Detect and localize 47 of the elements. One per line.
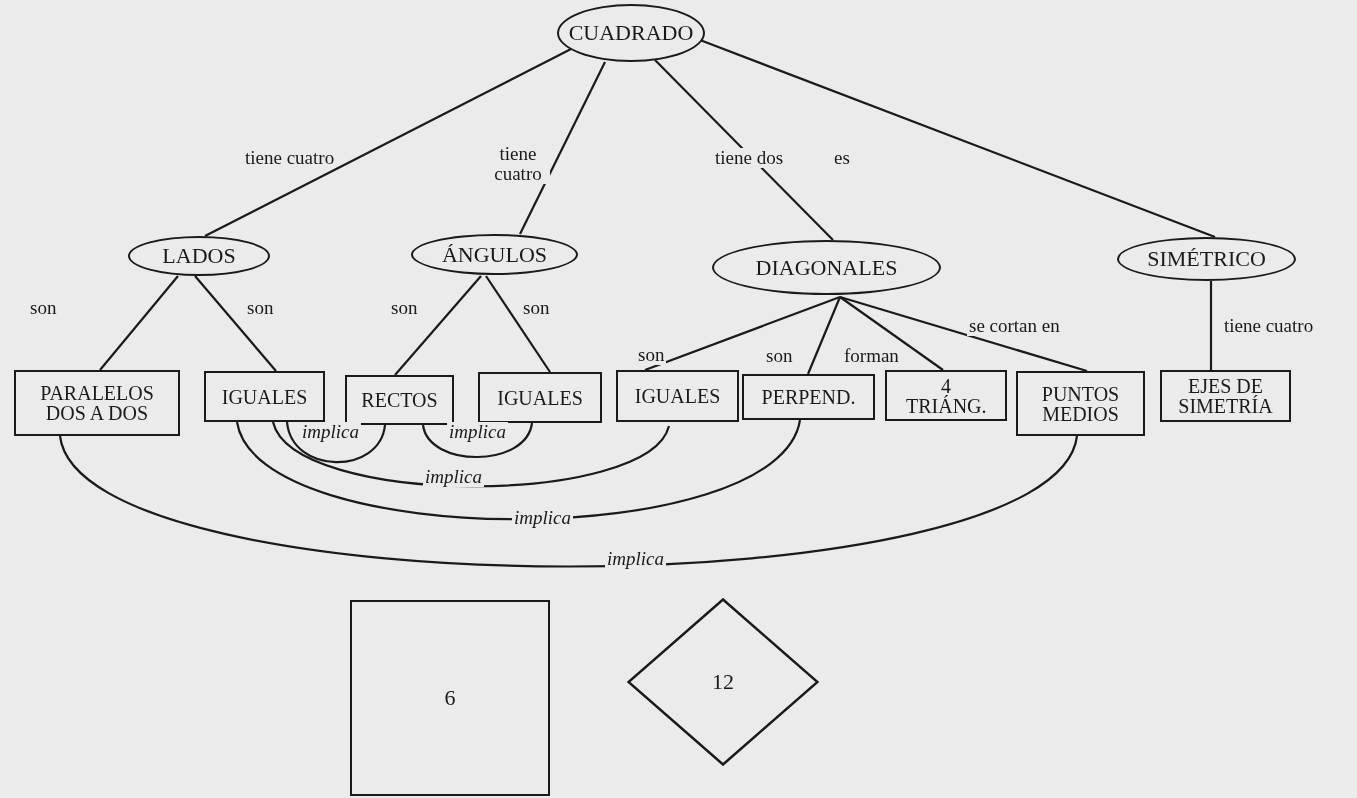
concept-box — [478, 372, 602, 423]
edge-label: implica — [605, 549, 666, 569]
node-label: CUADRADO — [568, 22, 694, 44]
connector-line — [1209, 281, 1213, 370]
connector-line — [194, 275, 277, 372]
edge-label: implica — [447, 422, 508, 442]
concept-diamond — [627, 598, 819, 766]
connector-line — [485, 275, 551, 373]
concept-box — [350, 600, 550, 796]
node-label: EJES DE SIMETRÍA — [1177, 376, 1274, 416]
concept-box — [14, 370, 180, 436]
connector-line — [285, 421, 387, 464]
edge-label: tiene dos — [713, 148, 786, 168]
edge-label: tiene cuatro — [243, 148, 337, 168]
node-label: DIAGONALES — [755, 256, 898, 279]
node-label: 12 — [712, 671, 734, 693]
connector-line — [394, 275, 482, 376]
connector-line — [421, 422, 534, 459]
connector-line — [839, 295, 1088, 373]
connector-line — [519, 61, 606, 235]
node-label: PERPEND. — [761, 387, 856, 407]
edge-label: implica — [300, 422, 361, 442]
edge-label: implica — [512, 508, 573, 528]
node-label: 6 — [444, 687, 456, 709]
node-label: PUNTOS MEDIOS — [1040, 383, 1121, 424]
node-label: ÁNGULOS — [441, 243, 548, 266]
concept-box — [1160, 370, 1291, 422]
concept-box — [1016, 371, 1145, 436]
connector-line — [807, 296, 841, 375]
node-label: IGUALES — [497, 387, 583, 408]
concept-box — [616, 370, 739, 422]
node-label: 4 TRIÁNG. — [906, 375, 986, 416]
node-label: LADOS — [162, 245, 236, 267]
node-label: SIMÉTRICO — [1147, 248, 1266, 270]
node-label: PARALELOS DOS A DOS — [39, 383, 155, 423]
concept-box — [204, 371, 325, 422]
connector-line — [644, 295, 841, 372]
connector-line — [99, 275, 179, 371]
edge-label: implica — [423, 467, 484, 487]
node-label: IGUALES — [221, 386, 308, 407]
connector-line — [654, 59, 834, 241]
connector-line — [236, 419, 801, 521]
node-label: IGUALES — [634, 386, 721, 406]
concept-box — [885, 370, 1007, 421]
node-label: RECTOS — [361, 390, 438, 410]
concept-box — [742, 374, 875, 420]
concept-box — [345, 375, 454, 425]
